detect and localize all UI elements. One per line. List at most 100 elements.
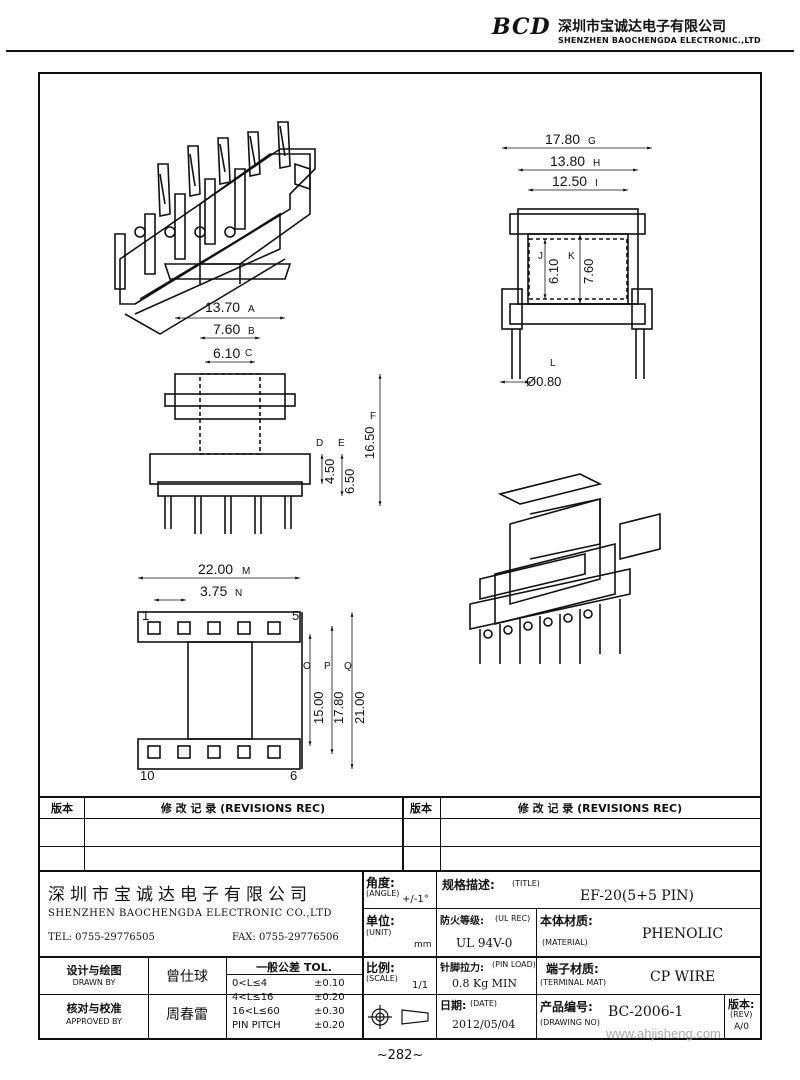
tb-date-label: 日期: <box>440 999 467 1012</box>
watermark: www.ahjisheng.com <box>606 1026 721 1041</box>
dim-tag-q: Q <box>344 661 352 672</box>
company-logo: BCD <box>492 14 551 40</box>
tb-checker-label: 核对与校准 <box>66 1002 122 1015</box>
pin-label-1: 1 <box>142 608 149 623</box>
rev-rec-label-1: 修 改 记 录 (REVISIONS REC) <box>160 802 326 815</box>
tb-material-en: (MATERIAL) <box>542 938 588 947</box>
tb-terminal-val: CP WIRE <box>650 969 716 985</box>
tb-drawing-no-label: 产品编号: <box>540 1000 593 1014</box>
dim-tag-o: O <box>303 661 311 672</box>
tb-tol-val-3: ±0.30 <box>314 1006 345 1017</box>
dim-tag-f: F <box>370 411 376 422</box>
tb-fax: FAX: 0755-29776506 <box>232 932 339 943</box>
pin-label-10: 10 <box>140 768 154 783</box>
dim-tag-a: A <box>248 304 255 315</box>
tb-material-val: PHENOLIC <box>642 926 724 942</box>
dim-tag-g: G <box>588 136 596 147</box>
tb-tol-range-1: 0<L≤4 <box>232 978 268 989</box>
tb-drawing-no-en: (DRAWING NO) <box>540 1018 600 1027</box>
tb-terminal-label: 端子材质: <box>546 962 599 976</box>
tb-pinload-en: (PIN LOAD) <box>492 960 536 969</box>
dim-13-80: 13.80 <box>550 153 585 169</box>
dim-tag-k: K <box>568 251 575 262</box>
dim-6-10-front: 6.10 <box>213 345 240 361</box>
dim-tag-p: P <box>324 661 331 672</box>
pin-label-6: 6 <box>290 768 297 783</box>
tb-unit-val: mm <box>414 940 432 950</box>
dim-13-70: 13.70 <box>205 299 240 315</box>
dim-6-50: 6.50 <box>342 469 357 494</box>
tb-title-en: (TITLE) <box>512 879 540 888</box>
pin-label-5: 5 <box>292 608 299 623</box>
top-view <box>501 208 653 379</box>
dim-16-50: 16.50 <box>362 426 377 459</box>
tb-company-en: SHENZHEN BAOCHENGDA ELECTRONIC CO.,LTD <box>48 908 333 919</box>
dim-tag-d: D <box>316 438 323 449</box>
dim-tag-j: J <box>538 251 543 262</box>
drawing-frame <box>38 72 762 1040</box>
dim-4-50: 4.50 <box>322 459 337 484</box>
tb-checker-en: APPROVED BY <box>65 1017 122 1026</box>
isometric-view-bottom <box>469 473 661 664</box>
header-company-en: SHENZHEN BAOCHENGDA ELECTRONIC.,LTD <box>558 36 761 45</box>
dim-6-10-top: 6.10 <box>546 259 561 284</box>
tb-pinload-val: 0.8 Kg MIN <box>452 977 517 990</box>
tb-fire-en: (UL REC) <box>495 914 531 923</box>
tb-date-val: 2012/05/04 <box>452 1018 516 1031</box>
dim-22-00: 22.00 <box>198 561 233 577</box>
projection-symbol-icon <box>366 1000 436 1034</box>
dim-17-80: 17.80 <box>545 131 580 147</box>
tb-designer-label: 设计与绘图 <box>66 964 122 977</box>
tb-pinload-label: 针脚拉力: <box>440 963 484 974</box>
dim-tag-m: M <box>242 566 250 577</box>
tb-rev-val: A/0 <box>734 1022 749 1032</box>
tb-angle-val: +/-1° <box>402 894 429 905</box>
dim-12-50: 12.50 <box>552 173 587 189</box>
dim-17-80-bottom: 17.80 <box>331 691 346 724</box>
tb-tol-label: 一般公差 TOL. <box>256 961 332 974</box>
isometric-view-top <box>114 121 316 335</box>
header-company-cn: 深圳市宝诚达电子有限公司 <box>558 19 726 35</box>
tb-terminal-en: (TERMINAL MAT) <box>540 978 607 987</box>
tb-scale-en: (SCALE) <box>366 974 398 983</box>
dim-tag-i: I <box>595 178 598 189</box>
header-brand: BCD 深圳市宝诚达电子有限公司 SHENZHEN BAOCHENGDA ELE… <box>492 14 792 54</box>
dim-7-60-top: 7.60 <box>581 259 596 284</box>
rev-rec-label-2: 修 改 记 录 (REVISIONS REC) <box>517 802 683 815</box>
dim-tag-h: H <box>593 158 600 169</box>
tb-tol-val-2: ±0.20 <box>314 992 345 1003</box>
dim-21-00: 21.00 <box>352 691 367 724</box>
dim-7-60-front: 7.60 <box>213 321 240 337</box>
tb-rev-en: (REV) <box>730 1010 753 1019</box>
drawing-area: 17.80 G 13.80 H 12.50 I 6.10 J 7.60 K Ø0… <box>40 74 760 796</box>
tb-angle-label: 角度: <box>366 876 395 890</box>
tb-tol-range-4: PIN PITCH <box>232 1020 281 1031</box>
tb-rev-label: 版本: <box>728 998 755 1011</box>
tb-tol-range-3: 16<L≤60 <box>232 1006 280 1017</box>
tb-scale-label: 比例: <box>366 961 395 975</box>
dim-tag-l: L <box>550 358 556 369</box>
tb-title-val: EF-20(5+5 PIN) <box>580 888 694 904</box>
dim-tag-c: C <box>245 348 252 359</box>
dim-15-00: 15.00 <box>311 691 326 724</box>
tb-scale-val: 1/1 <box>412 980 429 991</box>
front-view <box>149 373 311 534</box>
tb-company-cn: 深圳市宝诚达电子有限公司 <box>48 885 312 905</box>
title-block: 版本 修 改 记 录 (REVISIONS REC) 版本 修 改 记 录 (R… <box>40 796 760 1038</box>
tb-designer-en: DRAWN BY <box>72 978 116 987</box>
tb-unit-label: 单位: <box>366 914 395 928</box>
bottom-view <box>137 611 303 770</box>
tb-material-label: 本体材质: <box>540 914 593 928</box>
tb-angle-en: (ANGLE) <box>366 889 400 898</box>
tb-tol-range-2: 4<L≤16 <box>232 992 274 1003</box>
dim-pin-dia: Ø0.80 <box>526 374 561 389</box>
page-number: ~282~ <box>376 1048 424 1063</box>
rev-ver-label-1: 版本 <box>51 802 73 815</box>
tb-tol-val-4: ±0.20 <box>314 1020 345 1031</box>
dim-tag-n: N <box>235 588 242 599</box>
tb-fire-val: UL 94V-0 <box>456 936 513 950</box>
header-rule <box>6 50 794 52</box>
tb-drawing-no-val: BC-2006-1 <box>608 1004 684 1020</box>
tb-fire-label: 防火等级: <box>440 916 484 927</box>
tb-checker-val: 周春雷 <box>166 1007 208 1023</box>
